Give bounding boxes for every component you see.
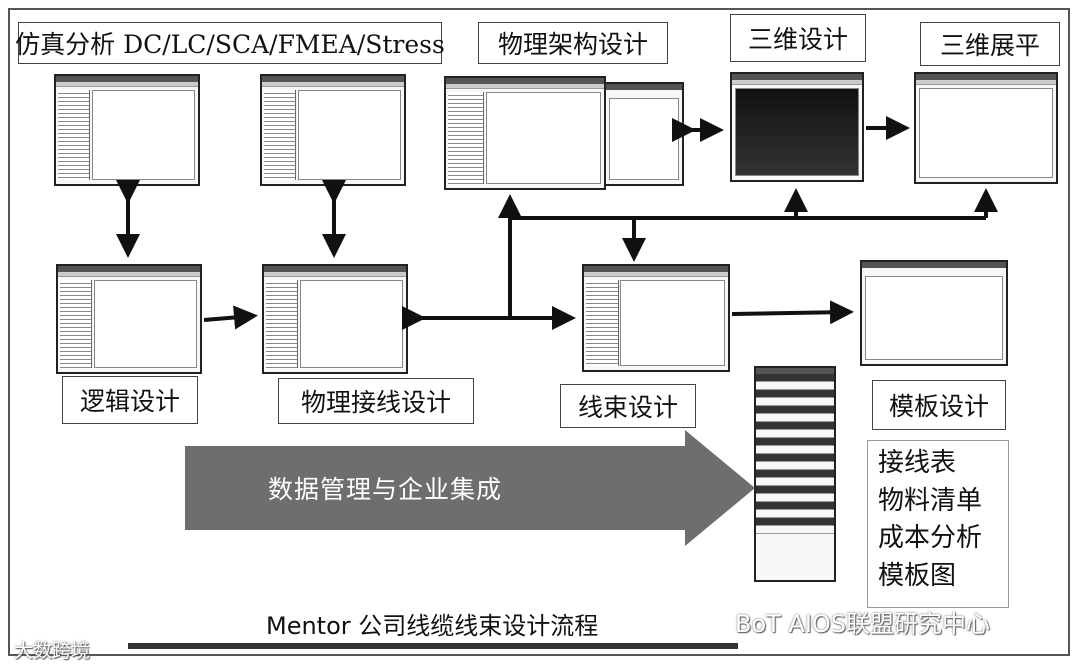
3d-flatten-screenshot xyxy=(914,72,1058,184)
bom-table-screenshot xyxy=(754,366,836,582)
watermark-right: BoT AIOS联盟研究中心 xyxy=(735,610,991,638)
label-3d-flatten: 三维展平 xyxy=(920,22,1060,66)
3d-design-screenshot xyxy=(730,72,864,182)
caption-underline xyxy=(128,643,738,649)
logic-design-screenshot xyxy=(56,264,202,374)
figure-caption: Mentor 公司线缆线束设计流程 xyxy=(266,612,599,640)
arrow-harness-template xyxy=(731,300,854,325)
output-template-drawing: 模板图 xyxy=(878,560,957,591)
watermark-left: 大数跨境 xyxy=(14,640,91,662)
output-cost-analysis: 成本分析 xyxy=(878,523,983,553)
harness-design-screenshot xyxy=(582,264,730,372)
label-3d-design: 三维设计 xyxy=(730,14,866,62)
label-physical-architecture: 物理架构设计 xyxy=(478,22,668,64)
label-template-design: 模板设计 xyxy=(872,380,1006,430)
aircraft-outline-screenshot xyxy=(604,82,684,186)
label-logic-design: 逻辑设计 xyxy=(62,376,198,424)
label-physical-wiring-design: 物理接线设计 xyxy=(278,378,474,424)
template-design-screenshot xyxy=(860,260,1008,366)
output-bom: 物料清单 xyxy=(878,485,983,516)
output-list: 接线表 物料清单 成本分析 模板图 xyxy=(867,440,1009,608)
label-harness-design: 线束设计 xyxy=(560,384,696,428)
physical-wiring-screenshot xyxy=(262,264,408,374)
sim-screenshot-1 xyxy=(54,74,200,186)
output-wiring-table: 接线表 xyxy=(878,448,957,478)
label-simulation: 仿真分析 DC/LC/SCA/FMEA/Stress xyxy=(15,22,445,64)
data-management-arrow xyxy=(185,430,755,546)
architecture-screenshot xyxy=(444,76,606,190)
arrow-logic-physical xyxy=(203,305,258,330)
data-management-label: 数据管理与企业集成 xyxy=(267,475,502,504)
